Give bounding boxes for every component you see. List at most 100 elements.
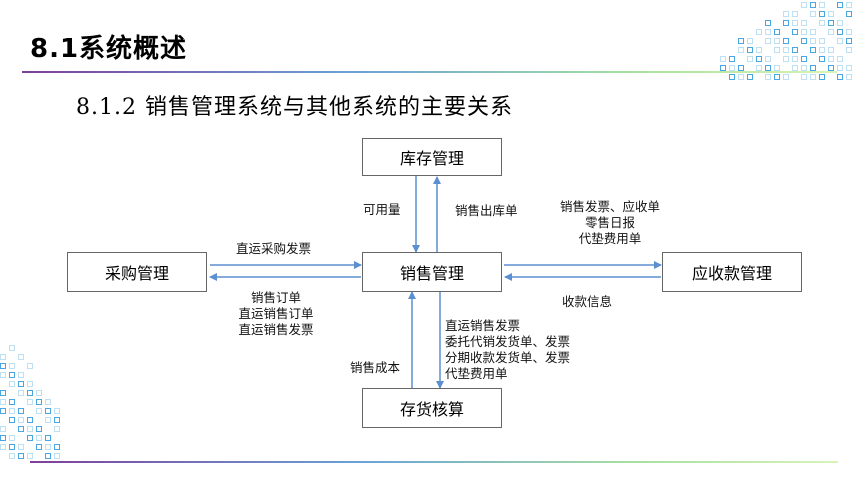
- decorative-dot: [846, 29, 852, 35]
- decorative-dot: [837, 20, 843, 26]
- decorative-dot: [774, 38, 780, 44]
- edge-label-sales-outbound: 销售出库单: [455, 203, 518, 218]
- decorative-dot: [0, 363, 6, 369]
- decorative-dot: [0, 435, 6, 441]
- decorative-dot: [783, 38, 789, 44]
- decorative-dot: [765, 65, 771, 71]
- decorative-dot: [801, 20, 807, 26]
- decorative-dot: [27, 363, 33, 369]
- decorative-dot: [0, 390, 6, 396]
- decorative-dot: [18, 354, 24, 360]
- edge-label-line: 零售日报: [584, 215, 635, 230]
- decorative-dot: [36, 399, 42, 405]
- decorative-dot: [765, 56, 771, 62]
- decorative-dot: [27, 417, 33, 423]
- section-subtitle: 8.1.2 销售管理系统与其他系统的主要关系: [76, 95, 513, 120]
- decorative-dot: [0, 408, 6, 414]
- decorative-dot: [0, 444, 6, 450]
- decorative-dot: [54, 417, 60, 423]
- decorative-dot: [846, 11, 852, 17]
- decorative-dot: [0, 354, 6, 360]
- decorative-dot: [738, 47, 744, 53]
- decorative-dot: [9, 363, 15, 369]
- decorative-dot: [801, 2, 807, 8]
- decorative-dot: [765, 38, 771, 44]
- decorative-dot: [54, 453, 60, 459]
- decorative-dot: [0, 399, 6, 405]
- decorative-dot: [846, 2, 852, 8]
- decorative-dot: [846, 47, 852, 53]
- decorative-dot: [756, 29, 762, 35]
- decorative-dot: [756, 56, 762, 62]
- edge-label-payment-info: 收款信息: [562, 294, 613, 309]
- edge-label-group-sales-to-costing: 直运销售发票 委托代销发货单、发票 分期收款发货单、发票 代垫费用单: [445, 318, 570, 382]
- decorative-dot: [27, 453, 33, 459]
- decorative-dot: [18, 408, 24, 414]
- decorative-dot: [801, 56, 807, 62]
- edge-label-line: 代垫费用单: [578, 231, 642, 246]
- decorative-dot: [828, 11, 834, 17]
- decorative-dot: [18, 417, 24, 423]
- decorative-dot: [756, 65, 762, 71]
- decorative-dot: [837, 74, 843, 80]
- decorative-dot: [765, 74, 771, 80]
- decorative-dot: [45, 417, 51, 423]
- edge-label-available-qty: 可用量: [363, 202, 401, 217]
- decorative-dot: [9, 453, 15, 459]
- decorative-dot: [846, 74, 852, 80]
- decorative-dot: [27, 399, 33, 405]
- decorative-dot: [45, 399, 51, 405]
- decorative-dot: [783, 47, 789, 53]
- decorative-dot: [810, 2, 816, 8]
- decorative-dot: [810, 65, 816, 71]
- decorative-dot: [765, 29, 771, 35]
- decorative-dot: [45, 444, 51, 450]
- decorative-dot: [738, 74, 744, 80]
- decorative-dot: [792, 29, 798, 35]
- decorative-dot: [828, 29, 834, 35]
- decorative-dot: [18, 381, 24, 387]
- decorative-dot: [783, 20, 789, 26]
- decorative-dot: [756, 47, 762, 53]
- decorative-dot: [747, 74, 753, 80]
- decorative-dot: [828, 56, 834, 62]
- decorative-dot: [828, 47, 834, 53]
- decorative-dot: [801, 74, 807, 80]
- decorative-dot: [27, 390, 33, 396]
- decorative-dot: [9, 399, 15, 405]
- decorative-dot: [27, 435, 33, 441]
- decorative-dot: [837, 2, 843, 8]
- decorative-dot: [27, 381, 33, 387]
- edge-label-line: 销售订单: [250, 290, 301, 305]
- decorative-dot: [774, 47, 780, 53]
- decorative-dot: [783, 74, 789, 80]
- decorative-dot: [801, 65, 807, 71]
- edge-label-line: 直运销售订单: [238, 306, 314, 321]
- page-title: 8.1系统概述: [30, 34, 188, 64]
- decorative-dot: [0, 372, 6, 378]
- decorative-dot: [819, 56, 825, 62]
- decorative-dot: [819, 74, 825, 80]
- decorative-dot: [720, 65, 726, 71]
- edge-label-line: 销售发票、应收单: [559, 199, 660, 214]
- decorative-dot: [837, 38, 843, 44]
- edge-label-line: 直运销售发票: [445, 318, 521, 333]
- decorative-dot: [765, 20, 771, 26]
- decorative-dot: [792, 65, 798, 71]
- decorative-dot: [36, 408, 42, 414]
- decorative-dot: [819, 2, 825, 8]
- node-purchasing-management: 采购管理: [67, 252, 207, 292]
- decorative-dot: [747, 38, 753, 44]
- decorative-dot: [846, 38, 852, 44]
- decorative-dot: [18, 426, 24, 432]
- decorative-dot: [36, 435, 42, 441]
- decorative-dot: [9, 408, 15, 414]
- node-inventory-costing: 存货核算: [362, 388, 502, 428]
- decorative-dot: [810, 47, 816, 53]
- decorative-dot: [9, 372, 15, 378]
- decorative-dot: [819, 47, 825, 53]
- decorative-dot: [828, 20, 834, 26]
- decorative-dot: [783, 11, 789, 17]
- decorative-dot: [45, 453, 51, 459]
- decorative-dot: [9, 345, 15, 351]
